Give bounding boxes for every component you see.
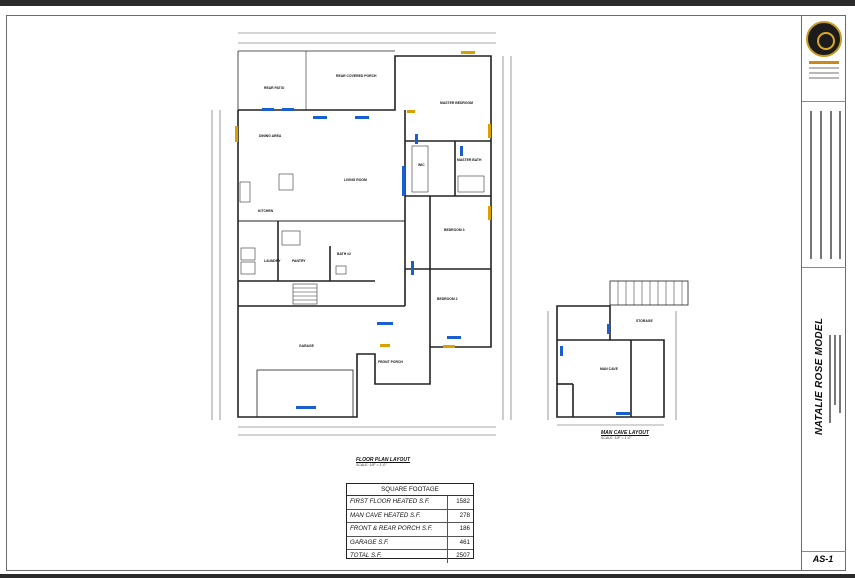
man-cave-drawing: MAN CAVE STORAGE xyxy=(547,280,689,426)
man-cave-caption: MAN CAVE LAYOUT SCALE: 1/8" = 1'-0" xyxy=(601,430,649,440)
sqft-row-value: 278 xyxy=(459,511,470,519)
room-label-pantry: PANTRY xyxy=(292,259,306,263)
floor-plan-scale-note: SCALE: 1/8" = 1'-0" xyxy=(356,463,387,467)
room-label-storage: STORAGE xyxy=(636,319,653,323)
table-row: MAN CAVE HEATED S.F. 278 xyxy=(347,509,473,524)
room-label-master-bedroom: MASTER BEDROOM xyxy=(440,101,473,105)
title-block: NATALIE ROSE MODEL xyxy=(801,15,846,571)
company-info-lines xyxy=(809,61,839,82)
man-cave-door-tags xyxy=(560,324,630,415)
room-label-kitchen: KITCHEN xyxy=(258,209,274,213)
sqft-row-label: FIRST FLOOR HEATED S.F. xyxy=(347,496,448,509)
floor-plan-room-labels: REAR PATIO REAR COVERED PORCH MASTER BED… xyxy=(258,74,482,364)
room-label-bedroom-2: BEDROOM 2 xyxy=(437,297,458,301)
table-row: FIRST FLOOR HEATED S.F. 1582 xyxy=(347,496,473,510)
sqft-row-value: 2507 xyxy=(456,552,470,560)
sqft-row-label: TOTAL S.F. xyxy=(347,550,448,563)
model-title: NATALIE ROSE MODEL xyxy=(814,317,825,435)
table-row: TOTAL S.F. 2507 xyxy=(347,550,473,563)
floor-plan-caption-title: FLOOR PLAN LAYOUT xyxy=(356,457,411,463)
floor-plan-drawing: REAR PATIO REAR COVERED PORCH MASTER BED… xyxy=(211,32,689,436)
floor-plan-caption: FLOOR PLAN LAYOUT SCALE: 1/8" = 1'-0" xyxy=(356,457,410,467)
room-label-rear-patio: REAR PATIO xyxy=(264,86,285,90)
man-cave-walls xyxy=(556,280,689,418)
room-label-laundry: LAUNDRY xyxy=(264,259,281,263)
company-logo xyxy=(806,21,842,57)
sheet-number: AS-1 xyxy=(812,554,834,564)
room-label-wic: WIC xyxy=(418,163,425,167)
sheet-border xyxy=(6,15,846,571)
sqft-row-label: GARAGE S.F. xyxy=(347,536,448,550)
room-label-man-cave: MAN CAVE xyxy=(600,367,619,371)
man-cave-dimension-lines xyxy=(547,311,677,426)
room-label-bath-2: BATH #2 xyxy=(337,252,351,256)
floor-plan-window-tags xyxy=(235,51,491,348)
man-cave-scale-note: SCALE: 1/8" = 1'-0" xyxy=(601,436,632,440)
sqft-row-label: MAN CAVE HEATED S.F. xyxy=(347,509,448,523)
drawing-sheet: REAR PATIO REAR COVERED PORCH MASTER BED… xyxy=(0,6,855,574)
floor-plan-walls xyxy=(237,50,492,418)
room-label-living-room: LIVING ROOM xyxy=(344,178,367,182)
sqft-row-value: 186 xyxy=(459,525,470,533)
square-footage-header: SQUARE FOOTAGE xyxy=(347,484,473,496)
room-label-front-porch: FRONT PORCH xyxy=(378,360,403,364)
room-label-bedroom-3: BEDROOM 3 xyxy=(444,228,465,232)
sqft-row-value: 1582 xyxy=(456,498,470,505)
sqft-row-value: 461 xyxy=(459,538,470,546)
room-label-rear-covered-porch: REAR COVERED PORCH xyxy=(336,74,377,78)
room-label-dining-area: DINING AREA xyxy=(259,134,282,138)
man-cave-caption-title: MAN CAVE LAYOUT xyxy=(601,430,649,436)
project-info-lines xyxy=(828,335,842,425)
room-label-garage: GARAGE xyxy=(299,344,315,348)
table-row: GARAGE S.F. 461 xyxy=(347,536,473,551)
floor-plan-fixtures xyxy=(239,145,485,305)
floor-plan-door-tags xyxy=(262,108,463,409)
floor-plan-dimension-lines xyxy=(211,32,512,436)
sqft-row-label: FRONT & REAR PORCH S.F. xyxy=(347,523,448,536)
revision-info-block xyxy=(808,111,842,261)
table-row: FRONT & REAR PORCH S.F. 186 xyxy=(347,523,473,537)
square-footage-table: SQUARE FOOTAGE FIRST FLOOR HEATED S.F. 1… xyxy=(346,483,474,563)
room-label-master-bath: MASTER BATH xyxy=(457,158,482,162)
